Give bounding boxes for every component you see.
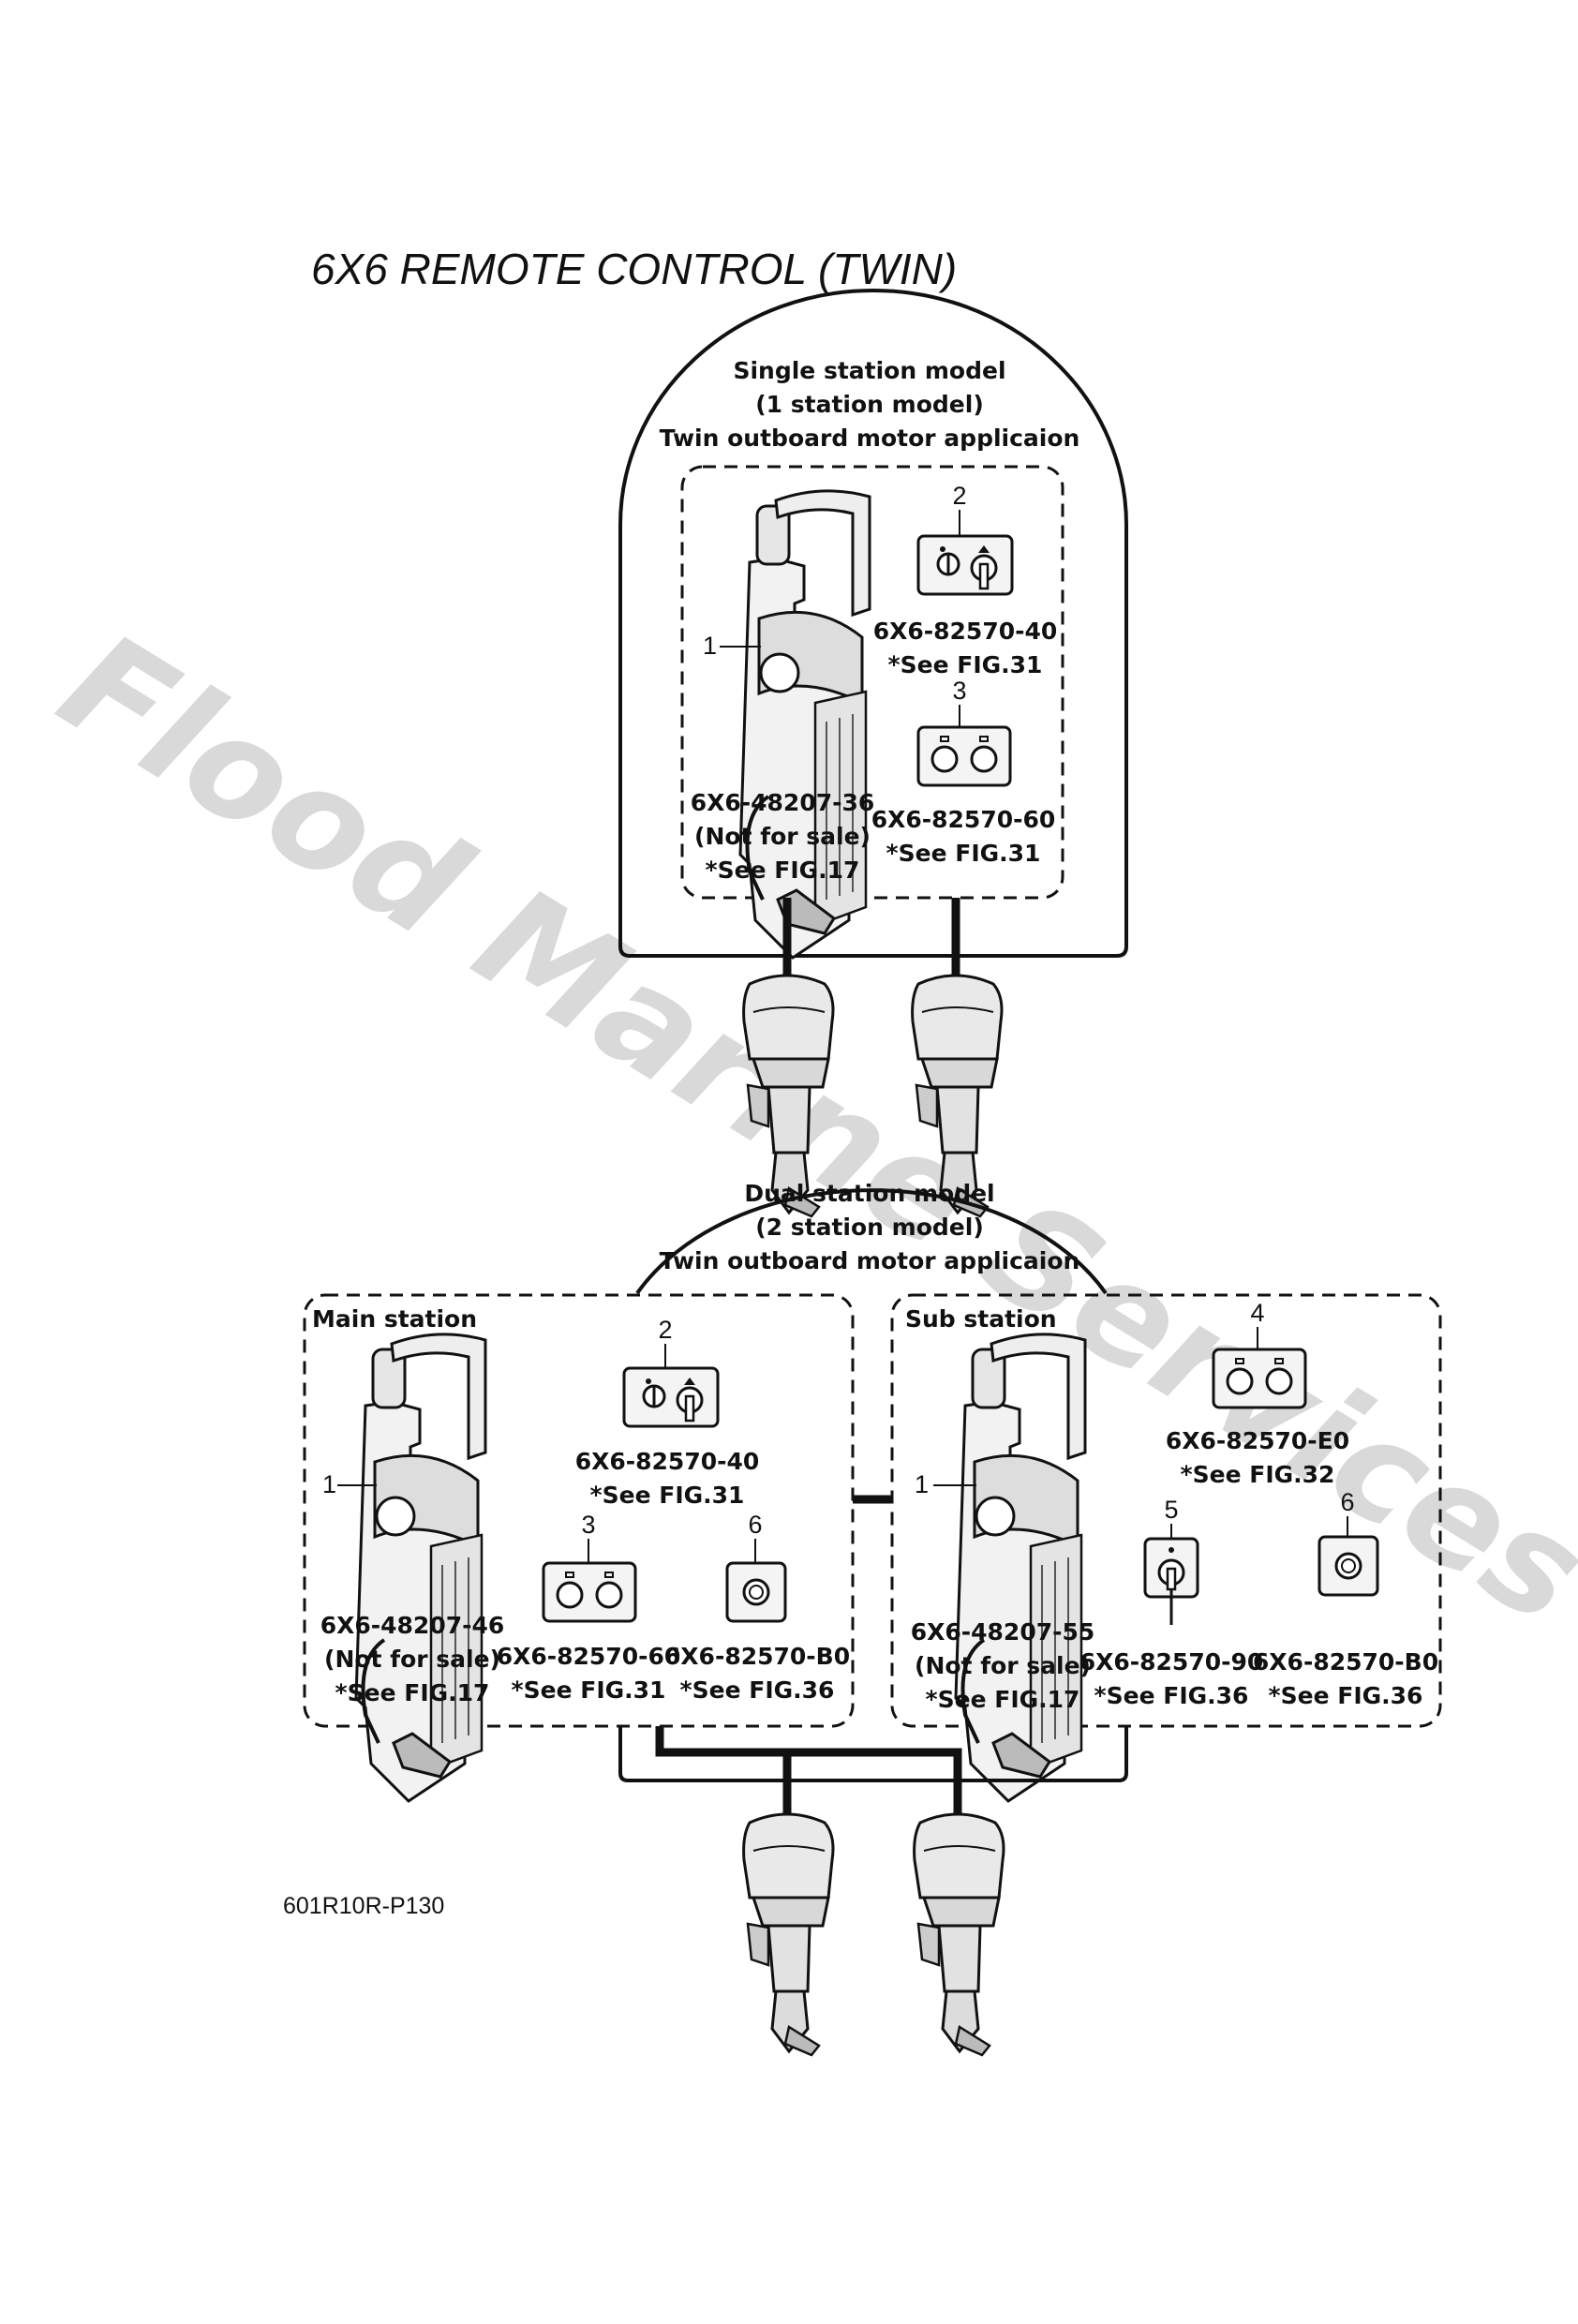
- page-title: 6X6 REMOTE CONTROL (TWIN): [311, 245, 957, 293]
- main-station-label: Main station: [312, 1305, 477, 1333]
- figure-reference: *See FIG.31: [512, 1676, 666, 1704]
- callout-3: 3: [581, 1511, 595, 1539]
- callout-1: 1: [703, 632, 717, 660]
- twin-switch-panel-illustration: [542, 1561, 637, 1623]
- dual-station-cable-loop: [618, 1726, 1128, 1782]
- callout-1: 1: [322, 1470, 336, 1498]
- figure-reference: *See FIG.31: [590, 1482, 745, 1509]
- single-station-outline: [618, 289, 1128, 958]
- single-station-caption-line2: (1 station model): [755, 391, 984, 418]
- single-switch-panel-illustration: [1317, 1535, 1379, 1597]
- part-number: 6X6-82570-40: [575, 1448, 760, 1475]
- single-switch-panel-illustration: [725, 1561, 787, 1623]
- figure-reference: *See FIG.31: [888, 651, 1043, 678]
- outboard-motor-illustration: [742, 1812, 835, 2057]
- outboard-motor-illustration: [913, 1812, 1005, 2057]
- dual-station-caption-line2: (2 station model): [755, 1214, 984, 1241]
- sub-station-group: [890, 1293, 1442, 1728]
- figure-reference: *See FIG.32: [1181, 1461, 1335, 1488]
- sub-station-label: Sub station: [905, 1305, 1057, 1333]
- remote-control-box-illustration: [954, 1332, 1087, 1803]
- part-number: 6X6-48207-36: [691, 789, 875, 816]
- callout-3: 3: [952, 677, 966, 705]
- dual-station-caption-line1: Dual station model: [744, 1180, 994, 1207]
- part-number: 6X6-82570-E0: [1166, 1427, 1349, 1454]
- callout-4: 4: [1250, 1299, 1264, 1327]
- figure-reference: *See FIG.17: [706, 857, 860, 884]
- twin-switch-panel-illustration: [916, 725, 1012, 787]
- callout-2: 2: [658, 1316, 672, 1344]
- part-number: 6X6-82570-B0: [1253, 1648, 1438, 1676]
- figure-reference: *See FIG.36: [1094, 1682, 1249, 1709]
- part-number: 6X6-48207-55: [911, 1618, 1095, 1646]
- part-number: 6X6-82570-40: [873, 618, 1058, 645]
- part-note: (Not for sale): [324, 1646, 500, 1673]
- single-station-caption-line3: Twin outboard motor applicaion: [660, 425, 1080, 452]
- callout-1: 1: [915, 1470, 929, 1498]
- key-switch-panel-illustration: [916, 534, 1014, 596]
- part-note: (Not for sale): [694, 823, 871, 850]
- figure-reference: *See FIG.17: [335, 1679, 490, 1706]
- figure-reference: *See FIG.36: [1269, 1682, 1423, 1709]
- part-number: 6X6-48207-46: [320, 1612, 505, 1639]
- twin-switch-panel-illustration: [1212, 1348, 1307, 1409]
- callout-2: 2: [952, 482, 966, 510]
- remote-control-box-illustration: [354, 1332, 487, 1803]
- dual-station-caption-line3: Twin outboard motor applicaion: [660, 1247, 1080, 1274]
- part-note: (Not for sale): [915, 1652, 1091, 1679]
- callout-6: 6: [748, 1511, 762, 1539]
- single-station-parts-group: [680, 465, 1064, 900]
- figure-reference: *See FIG.36: [680, 1676, 835, 1704]
- main-station-group: [303, 1293, 855, 1728]
- single-station-caption-line1: Single station model: [733, 357, 1005, 384]
- figure-reference: *See FIG.31: [886, 840, 1041, 867]
- callout-6: 6: [1340, 1488, 1354, 1516]
- part-number: 6X6-82570-B0: [664, 1643, 850, 1670]
- part-number: 6X6-82570-90: [1079, 1648, 1264, 1676]
- key-switch-only-panel-illustration: [1143, 1537, 1199, 1627]
- key-switch-panel-illustration: [622, 1366, 720, 1428]
- figure-reference: *See FIG.17: [926, 1686, 1080, 1713]
- part-number: 6X6-82570-60: [871, 806, 1056, 833]
- reference-code: 601R10R-P130: [283, 1893, 444, 1919]
- single-station-section: Single station model (1 station model) T…: [618, 289, 1128, 1218]
- part-number: 6X6-82570-60: [497, 1643, 681, 1670]
- dual-station-section: Dual station model (2 station model) Twi…: [303, 1180, 1442, 2057]
- callout-5: 5: [1164, 1496, 1178, 1524]
- dual-station-arch: [635, 1188, 1108, 1295]
- remote-control-box-illustration: [738, 488, 871, 960]
